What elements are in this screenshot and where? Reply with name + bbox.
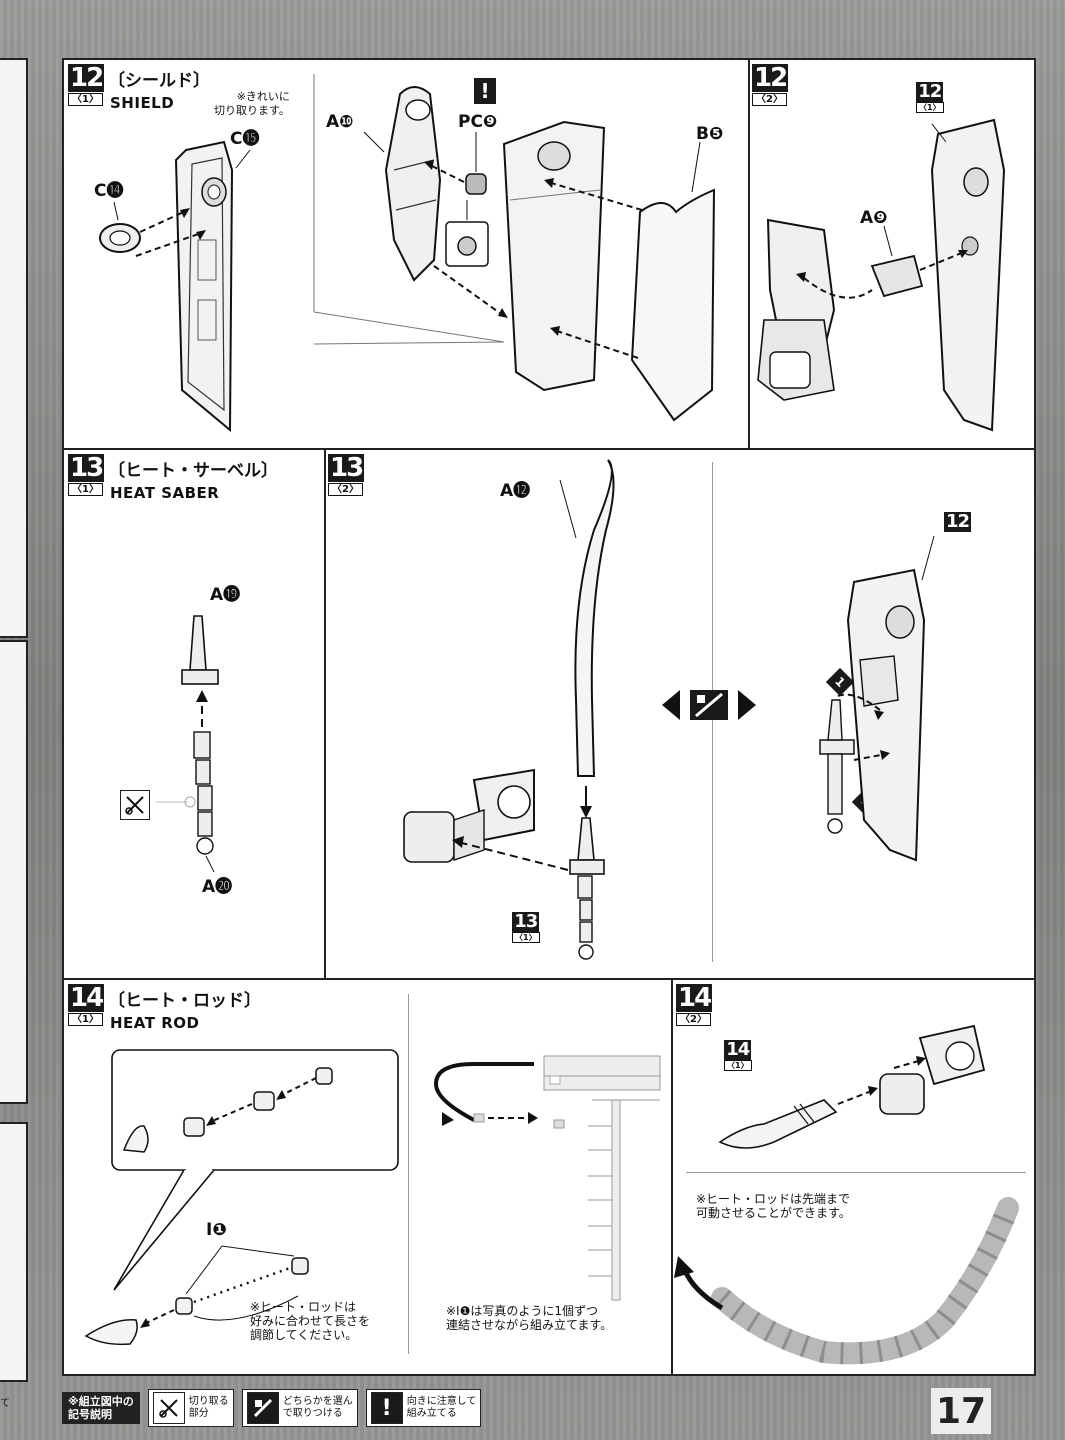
part-label-a12: A⓬ xyxy=(500,481,531,501)
left-page-fragment: て xyxy=(0,1398,10,1409)
step-substep: 〈2〉 xyxy=(676,1013,711,1026)
shield-back-illustration xyxy=(99,140,251,433)
step-14-title-jp: 〔ヒート・ロッド〕 xyxy=(108,991,261,1011)
shield-arm-attach-illustration xyxy=(757,118,1006,432)
step-12-title-en: SHIELD xyxy=(110,94,175,112)
part-label-b5: B❺ xyxy=(696,124,724,144)
caution-icon: ! xyxy=(474,78,496,104)
divider-row-2 xyxy=(64,978,1034,980)
part-label-c15: C⓯ xyxy=(230,129,260,149)
step-13-1-number: 13 〈1〉 xyxy=(68,454,104,496)
step-number: 12 xyxy=(68,63,104,93)
part-label-a20: A⓴ xyxy=(202,877,233,897)
heat-saber-handle-illustration xyxy=(156,615,219,873)
divider-14-2 xyxy=(671,980,673,1374)
left-page-edge-middle xyxy=(0,640,28,1104)
ref-number: 12 xyxy=(944,511,972,532)
step-number: 14 xyxy=(676,983,712,1013)
ref-substep: 〈1〉 xyxy=(512,932,540,943)
ref-number: 14 xyxy=(724,1039,752,1060)
part-label-a9: A❾ xyxy=(860,208,888,228)
ref-substep: 〈1〉 xyxy=(916,102,944,113)
legend-caution: ! 向きに注意して 組み立てる xyxy=(365,1389,482,1427)
ref-number: 12 xyxy=(916,81,944,102)
instruction-page: 12 〈1〉 〔シールド〕 SHIELD ※きれいに 切り取ります。 C⓯ C⓮… xyxy=(62,58,1036,1376)
step-number: 12 xyxy=(752,63,788,93)
step-14-1-number: 14 〈1〉 xyxy=(68,984,104,1026)
heat-rod-parts-illustration xyxy=(84,1049,399,1346)
length-note: ※ヒート・ロッドは 好みに合わせて長さを 調節してください。 xyxy=(250,1300,371,1342)
step-12-2-number: 12 〈2〉 xyxy=(752,64,788,106)
ref-number: 13 xyxy=(512,911,540,932)
heat-rod-attach-illustration xyxy=(718,1024,986,1149)
part-label-a10: A❿ xyxy=(326,112,354,132)
symbol-legend: ※組立図中の 記号説明 切り取る 部分 どちらかを選ん で取りつける ! 向きに… xyxy=(62,1388,482,1428)
part-label-a19: A⓳ xyxy=(210,585,241,605)
choose-one-icon xyxy=(662,686,756,724)
divider-12-2 xyxy=(748,60,750,448)
step-number: 14 xyxy=(68,983,104,1013)
divider-14-1-dashed xyxy=(408,994,409,1354)
step-13-2-number: 13 〈2〉 xyxy=(328,454,364,496)
legend-choose-text: どちらかを選ん で取りつける xyxy=(282,1396,353,1419)
scissors-icon xyxy=(152,1392,185,1424)
step-number: 13 xyxy=(68,453,104,483)
step-13-1-reference: 13 〈1〉 xyxy=(512,912,540,943)
divider-13-2 xyxy=(324,450,326,978)
step-12-1-reference: 12 〈1〉 xyxy=(916,82,944,113)
cut-icon xyxy=(120,790,150,820)
step-substep: 〈1〉 xyxy=(68,93,103,106)
step-number: 13 xyxy=(328,453,364,483)
step-12-1-number: 12 〈1〉 xyxy=(68,64,104,106)
exclamation-icon: ! xyxy=(370,1392,403,1424)
divider-14-2-inner xyxy=(686,1172,1026,1173)
step-13-title-en: HEAT SABER xyxy=(110,484,220,502)
legend-caution-text: 向きに注意して 組み立てる xyxy=(406,1396,477,1419)
left-page-edge-top xyxy=(0,58,28,638)
scissors-glyph xyxy=(125,796,144,815)
choose-icon xyxy=(246,1392,279,1424)
ref-substep: 〈1〉 xyxy=(724,1060,752,1071)
legend-title: ※組立図中の 記号説明 xyxy=(62,1392,140,1424)
choose-arrows-glyph xyxy=(662,690,756,720)
step-substep: 〈2〉 xyxy=(328,483,363,496)
shield-assembly-illustration xyxy=(313,74,716,422)
step-substep: 〈1〉 xyxy=(68,1013,103,1026)
divider-row-1 xyxy=(64,448,1034,450)
step-14-2-number: 14 〈2〉 xyxy=(676,984,712,1026)
runner-illustration xyxy=(433,1055,661,1301)
heat-saber-assembly-illustration xyxy=(403,459,935,960)
page-number: 17 xyxy=(931,1388,991,1434)
movement-note: ※ヒート・ロッドは先端まで 可動させることができます。 xyxy=(696,1192,851,1220)
step-14-title-en: HEAT ROD xyxy=(110,1014,200,1032)
step-13-title-jp: 〔ヒート・サーベル〕 xyxy=(108,461,278,481)
step-substep: 〈1〉 xyxy=(68,483,103,496)
left-page-edge-bottom xyxy=(0,1122,28,1382)
legend-choose: どちらかを選ん で取りつける xyxy=(241,1389,358,1427)
step-14-1-reference: 14 〈1〉 xyxy=(724,1040,752,1071)
legend-cut: 切り取る 部分 xyxy=(147,1389,234,1427)
runner-note: ※I❶は写真のように1個ずつ 連結させながら組み立てます。 xyxy=(446,1304,613,1332)
part-label-c14: C⓮ xyxy=(94,181,124,201)
part-label-pc9: PC❾ xyxy=(458,112,498,132)
legend-cut-text: 切り取る 部分 xyxy=(188,1396,229,1419)
step-substep: 〈2〉 xyxy=(752,93,787,106)
step-12-title-jp: 〔シールド〕 xyxy=(108,71,210,91)
step-12-reference: 12 xyxy=(944,511,972,532)
part-label-i1: I❶ xyxy=(206,1220,227,1240)
clean-cut-note: ※きれいに 切り取ります。 xyxy=(214,90,290,117)
heat-rod-photo xyxy=(674,1197,1019,1365)
